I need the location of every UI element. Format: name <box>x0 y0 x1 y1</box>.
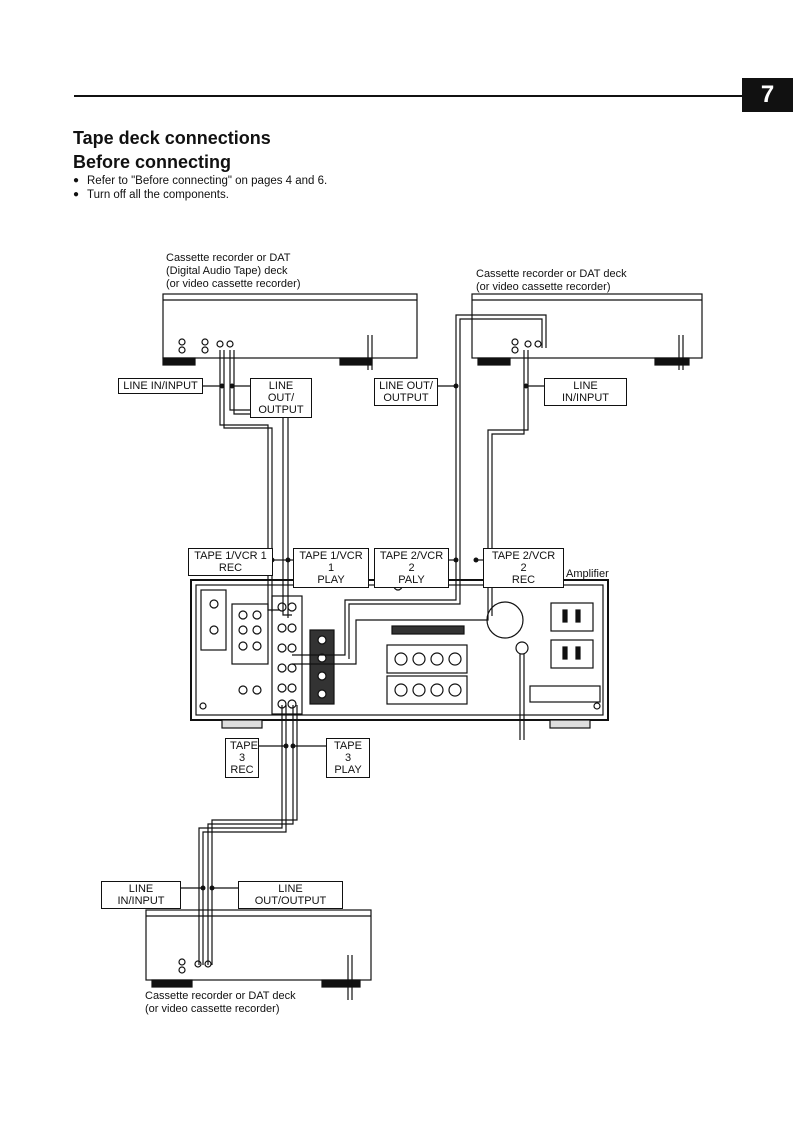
instruction-item: Turn off all the components. <box>73 188 327 202</box>
deck-3 <box>145 909 372 1000</box>
deck-1-caption: Cassette recorder or DAT (Digital Audio … <box>166 252 301 290</box>
instruction-list: Refer to "Before connecting" on pages 4 … <box>73 174 327 202</box>
deck3-line-out-label: LINE OUT/OUTPUT <box>238 881 343 909</box>
page-number-tab: 7 <box>742 78 793 112</box>
deck1-line-out-label: LINE OUT/ OUTPUT <box>250 378 312 418</box>
deck3-line-in-label: LINE IN/INPUT <box>101 881 181 909</box>
amplifier-rear-panel <box>190 579 609 740</box>
tape2-paly-label: TAPE 2/VCR 2 PALY <box>374 548 449 588</box>
deck2-line-out-label: LINE OUT/ OUTPUT <box>374 378 438 406</box>
deck-2 <box>471 293 703 370</box>
section-title: Tape deck connections <box>73 128 271 148</box>
deck2-line-in-label: LINE IN/INPUT <box>544 378 627 406</box>
tape3-rec-label: TAPE 3 REC <box>225 738 259 778</box>
junction-dots <box>200 383 529 891</box>
section-subtitle: Before connecting <box>73 152 232 172</box>
deck1-line-in-label: LINE IN/INPUT <box>118 378 203 394</box>
instruction-item: Refer to "Before connecting" on pages 4 … <box>73 174 327 188</box>
header-rule <box>74 95 748 97</box>
amplifier-caption: Amplifier <box>566 568 609 580</box>
deck-1 <box>162 293 418 370</box>
tape2-rec-label: TAPE 2/VCR 2 REC <box>483 548 564 588</box>
tape3-play-label: TAPE 3 PLAY <box>326 738 370 778</box>
tape1-rec-label: TAPE 1/VCR 1 REC <box>188 548 273 576</box>
deck-3-caption: Cassette recorder or DAT deck (or video … <box>145 990 296 1015</box>
tape1-play-label: TAPE 1/VCR 1 PLAY <box>293 548 369 588</box>
leader-lines <box>181 385 544 889</box>
deck-2-caption: Cassette recorder or DAT deck (or video … <box>476 268 627 293</box>
